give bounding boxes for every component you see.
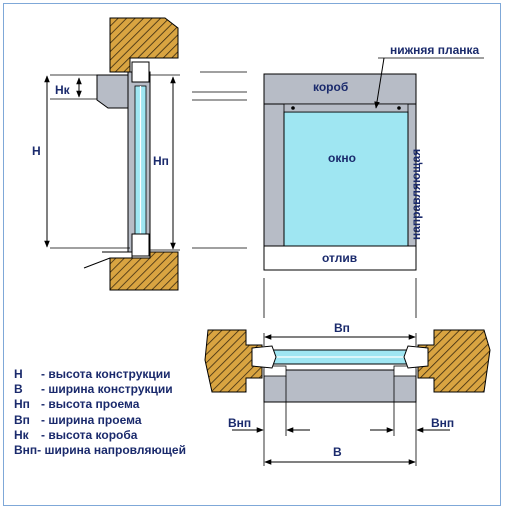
front-bottom-bar (283, 103, 409, 113)
legend-desc: - ширина конструкции (41, 382, 173, 397)
label-window: окно (328, 151, 356, 165)
plan-sash-left (251, 345, 277, 369)
legend-key: Вп (14, 412, 30, 427)
plan-left-wall (204, 329, 263, 393)
diagram-frame (3, 3, 501, 506)
bottom-wall (109, 251, 179, 291)
label-Bnp-right: Внп (431, 416, 454, 430)
legend-row: Нк - высота короба (14, 428, 186, 443)
legend-desc: - высота конструкции (41, 367, 171, 381)
legend-key: Нк (14, 427, 29, 442)
plan-box (263, 369, 417, 403)
plan-sash-right (403, 345, 429, 369)
legend-row: Вп - ширина проема (14, 413, 186, 428)
legend-row: В - ширина конструкции (14, 382, 186, 397)
front-sill (263, 245, 417, 271)
legend-desc: - ширина напровляющей (37, 443, 186, 458)
label-Hk: Нк (55, 83, 71, 97)
side-sill (83, 251, 133, 269)
legend-key: Нп (14, 397, 30, 412)
label-box: короб (313, 80, 348, 94)
side-sash-bottom (131, 233, 150, 257)
label-bottom-bar: нижняя планка (390, 43, 480, 57)
legend-desc: - ширина проема (41, 412, 142, 427)
legend-key: В (14, 382, 23, 397)
side-sash-top (131, 61, 150, 83)
legend-row: H - высота конструкции (14, 367, 186, 382)
front-window (283, 111, 409, 247)
label-Bp: Вп (334, 321, 350, 335)
legend-key: H (14, 367, 23, 381)
plan-section: Вп Внп Внп В (204, 321, 491, 466)
label-guide: направляющая (409, 149, 423, 240)
side-box (96, 74, 131, 109)
plan-right-wall (417, 329, 491, 393)
legend-row: Нп - высота проема (14, 397, 186, 412)
front-view: короб окно направляющая отлив нижняя пла… (263, 43, 484, 318)
label-B: В (333, 445, 342, 459)
side-section: H Нк Нп (32, 17, 180, 291)
legend-desc: - высота проема (41, 397, 140, 412)
legend-key: Внп (14, 443, 38, 458)
top-wall (109, 17, 179, 73)
label-sill: отлив (322, 251, 357, 265)
label-H: H (32, 144, 41, 158)
label-Hp: Нп (153, 154, 169, 168)
legend-desc: - высота короба (41, 427, 138, 442)
legend-row: Внп- ширина напровляющей (14, 443, 186, 458)
label-Bnp-left: Внп (228, 416, 251, 430)
